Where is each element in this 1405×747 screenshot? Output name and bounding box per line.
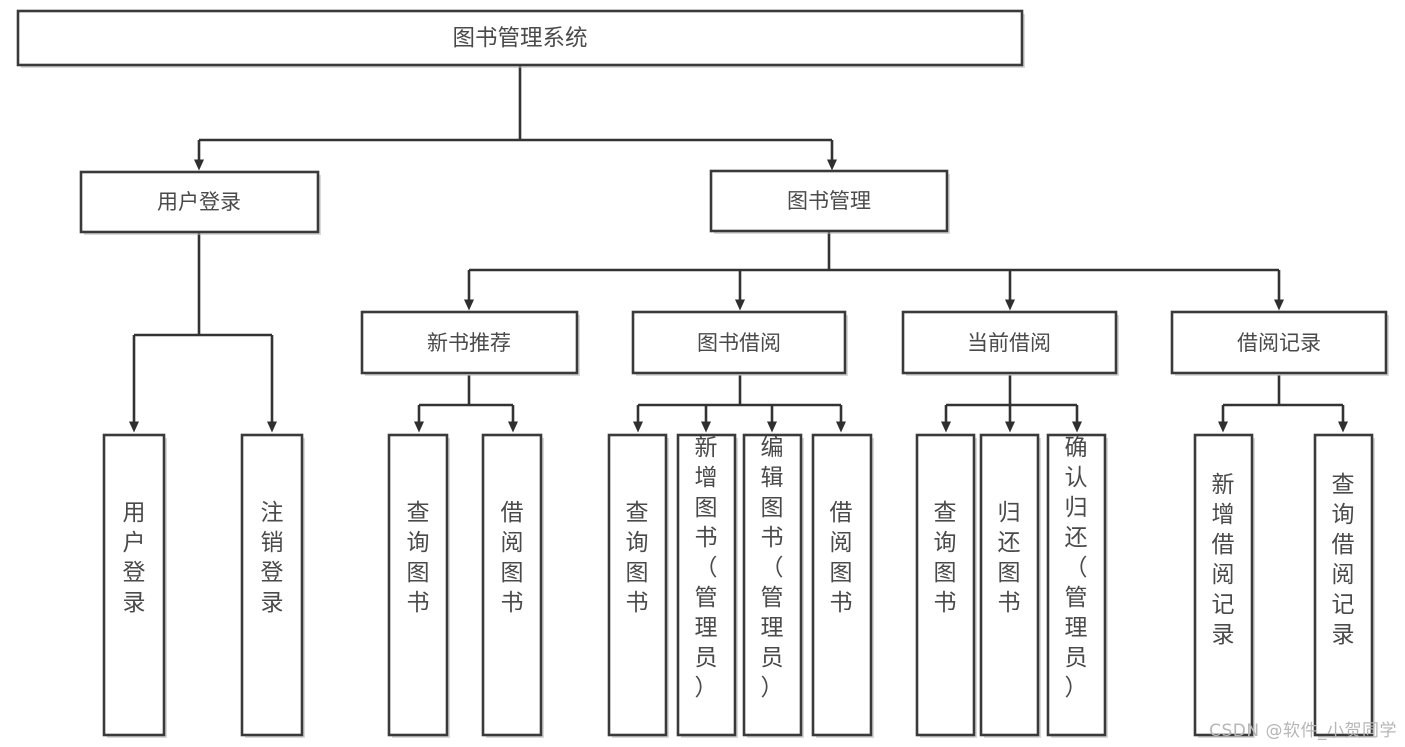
node-leaf-confirm-return[interactable]: 确认归还（管理员） bbox=[1046, 433, 1108, 738]
node-borrow-record-box[interactable] bbox=[1170, 310, 1388, 375]
node-leaf-user-login-label: 用户登录 bbox=[123, 500, 146, 616]
node-leaf-query-record[interactable]: 查询借阅记录 bbox=[1313, 433, 1375, 738]
node-leaf-query-book-1-box[interactable] bbox=[387, 433, 449, 737]
node-leaf-query-book-2-box[interactable] bbox=[607, 433, 668, 737]
node-leaf-confirm-return-label: 确认归还（管理员） bbox=[1065, 435, 1088, 701]
node-leaf-query-book-1[interactable]: 查询图书 bbox=[387, 433, 450, 738]
node-new-book-recommend-label: 新书推荐 bbox=[427, 331, 511, 355]
node-current-borrow-label: 当前借阅 bbox=[967, 331, 1051, 355]
node-leaf-borrow-book-2[interactable]: 借阅图书 bbox=[811, 433, 874, 738]
node-leaf-add-record[interactable]: 新增借阅记录 bbox=[1193, 433, 1255, 738]
node-new-book-recommend[interactable]: 新书推荐 bbox=[360, 310, 580, 376]
node-leaf-query-book-3[interactable]: 查询图书 bbox=[915, 433, 977, 738]
node-leaf-borrow-book-2-label: 借阅图书 bbox=[830, 500, 853, 616]
node-leaf-query-book-2-label: 查询图书 bbox=[626, 500, 649, 616]
node-leaf-confirm-return-box[interactable] bbox=[1046, 433, 1107, 737]
node-borrow-record-label: 借阅记录 bbox=[1237, 331, 1321, 355]
connector-layer bbox=[129, 66, 1348, 433]
node-leaf-add-record-label: 新增借阅记录 bbox=[1212, 472, 1235, 648]
node-leaf-add-record-box[interactable] bbox=[1193, 433, 1254, 737]
node-leaf-borrow-book-1[interactable]: 借阅图书 bbox=[481, 433, 544, 738]
node-leaf-query-book-2[interactable]: 查询图书 bbox=[607, 433, 669, 738]
node-book-borrow[interactable]: 图书借阅 bbox=[631, 310, 848, 376]
node-leaf-borrow-book-1-box[interactable] bbox=[481, 433, 543, 737]
node-book-manage-label: 图书管理 bbox=[787, 189, 871, 213]
node-leaf-edit-book-box[interactable] bbox=[742, 433, 803, 737]
node-leaf-borrow-book-1-label: 借阅图书 bbox=[501, 500, 524, 616]
node-leaf-add-book-box[interactable] bbox=[676, 433, 737, 737]
node-borrow-record[interactable]: 借阅记录 bbox=[1170, 310, 1389, 376]
node-leaf-return-book-box[interactable] bbox=[979, 433, 1040, 737]
node-new-book-recommend-box[interactable] bbox=[360, 310, 579, 375]
node-book-borrow-box[interactable] bbox=[631, 310, 847, 375]
node-leaf-query-book-3-label: 查询图书 bbox=[934, 500, 957, 616]
node-current-borrow-box[interactable] bbox=[901, 310, 1118, 375]
node-leaf-user-login-box[interactable] bbox=[102, 433, 166, 737]
node-book-manage[interactable]: 图书管理 bbox=[709, 169, 950, 234]
node-leaf-user-logout-box[interactable] bbox=[240, 433, 304, 737]
node-leaf-return-book-label: 归还图书 bbox=[998, 500, 1021, 616]
node-leaf-add-book-label: 新增图书（管理员） bbox=[695, 435, 718, 701]
node-leaf-user-login[interactable]: 用户登录 bbox=[102, 433, 167, 738]
node-book-manage-box[interactable] bbox=[709, 169, 949, 233]
csdn-watermark: CSDN @软件_小贺同学 bbox=[1209, 721, 1397, 741]
node-leaf-query-book-3-box[interactable] bbox=[915, 433, 976, 737]
node-leaf-edit-book[interactable]: 编辑图书（管理员） bbox=[742, 433, 804, 738]
node-leaf-user-logout-label: 注销登录 bbox=[261, 500, 284, 616]
node-root-box[interactable] bbox=[16, 9, 1024, 67]
node-user-login-box[interactable] bbox=[79, 170, 320, 234]
node-leaf-query-record-label: 查询借阅记录 bbox=[1332, 472, 1355, 648]
node-leaf-add-book[interactable]: 新增图书（管理员） bbox=[676, 433, 738, 738]
node-leaf-query-record-box[interactable] bbox=[1313, 433, 1374, 737]
node-user-login-label: 用户登录 bbox=[157, 190, 241, 214]
node-leaf-user-logout[interactable]: 注销登录 bbox=[240, 433, 305, 738]
node-current-borrow[interactable]: 当前借阅 bbox=[901, 310, 1119, 376]
node-root-label: 图书管理系统 bbox=[452, 26, 587, 52]
node-root[interactable]: 图书管理系统 bbox=[16, 9, 1025, 68]
node-leaf-query-book-1-label: 查询图书 bbox=[407, 500, 430, 616]
node-leaf-return-book[interactable]: 归还图书 bbox=[979, 433, 1041, 738]
node-leaf-edit-book-label: 编辑图书（管理员） bbox=[761, 435, 784, 701]
node-user-login[interactable]: 用户登录 bbox=[79, 170, 321, 235]
node-book-borrow-label: 图书借阅 bbox=[697, 331, 781, 355]
node-leaf-borrow-book-2-box[interactable] bbox=[811, 433, 873, 737]
